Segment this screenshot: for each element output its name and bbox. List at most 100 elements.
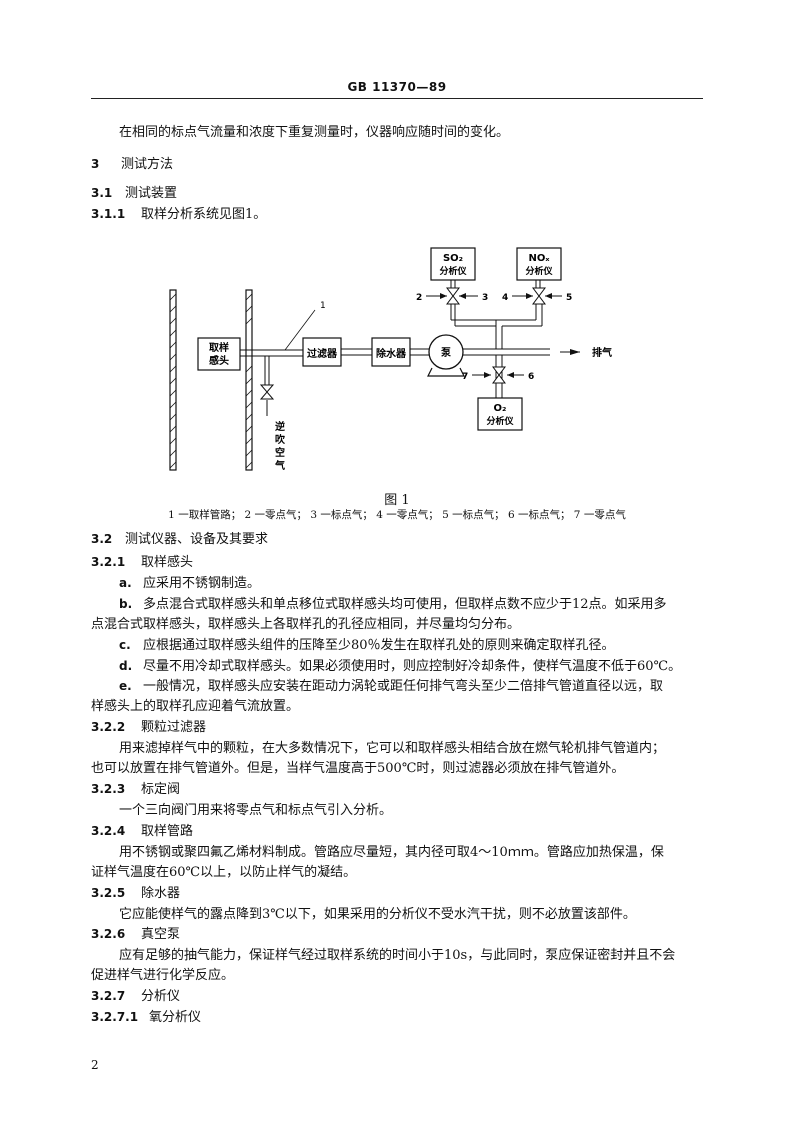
svg-text:吹: 吹: [275, 433, 285, 446]
label-5: 5: [566, 293, 572, 303]
section-3-1-heading: 3.1 测试装置: [91, 182, 177, 201]
leader-line-1: [284, 309, 316, 351]
label-3: 3: [482, 293, 488, 303]
paragraph: 用来滤掉样气中的颗粒，在大多数情况下，它可以和取样感头相结合放在燃气轮机排气管道…: [119, 741, 666, 756]
list-item-e: e.一般情况，取样感头应安装在距动力涡轮或距任何排气弯头至少二倍排气管道直径以远…: [119, 679, 664, 694]
svg-text:气: 气: [274, 459, 285, 472]
lower-branch: [495, 355, 503, 398]
probe-label-line2: 感头: [209, 354, 229, 367]
section-title: 取样感头: [141, 555, 194, 570]
section-title: 标定阀: [141, 782, 181, 797]
section-3-2-7-heading: 3.2.7 分析仪: [91, 985, 180, 1004]
exhaust-label: 排气: [592, 346, 612, 359]
figure-title: 图 1: [384, 493, 410, 508]
section-text: 取样分析系统见图1。: [141, 207, 267, 222]
section-number: 3.2.7: [91, 989, 126, 1003]
so2-label: SO₂: [443, 253, 463, 264]
document-code: GB 11370—89: [347, 80, 447, 94]
section-title: 氧分析仪: [149, 1010, 202, 1025]
pump-base: [427, 367, 465, 377]
section-3-1-1-line: 3.1.1 取样分析系统见图1。: [91, 203, 266, 222]
label-7: 7: [462, 372, 468, 382]
section-3-2-3-heading: 3.2.3 标定阀: [91, 778, 180, 797]
pump-icon: [428, 334, 464, 370]
pump-label: 泵: [441, 347, 452, 359]
paragraph-cont: 也可以放置在排气管道外。但是，当样气温度高于500℃时，则过滤器必须放在排气管道…: [91, 761, 625, 776]
section-title: 测试仪器、设备及其要求: [125, 532, 269, 547]
figure-caption: 1 一取样管路； 2 一零点气； 3 一标点气； 4 一零点气； 5 一标点气；…: [168, 509, 626, 521]
so2-valve-icon: [446, 287, 460, 305]
section-number: 3.2.2: [91, 720, 126, 734]
backflow-branch: [264, 356, 270, 416]
filter-label: 过滤器: [307, 347, 338, 360]
o2-label: O₂: [494, 403, 507, 414]
sample-line: [240, 349, 303, 357]
upper-branch: [450, 280, 543, 349]
arrow-icon: [526, 293, 533, 299]
section-number: 3: [91, 157, 100, 171]
section-number: 3.2.6: [91, 927, 126, 941]
pipe-filter-dewater: [341, 348, 372, 356]
label-2: 2: [416, 293, 422, 303]
section-3-heading: 3 测试方法: [91, 153, 173, 172]
so2-analyzer-box: [430, 247, 476, 281]
nox-analyzer-box: [516, 247, 562, 281]
intro-paragraph: 在相同的标点气流量和浓度下重复测量时，仪器响应随时间的变化。: [119, 125, 510, 140]
section-3-2-heading: 3.2 测试仪器、设备及其要求: [91, 528, 268, 547]
arrow-icon: [545, 293, 552, 299]
section-number: 3.2: [91, 532, 113, 546]
paragraph-cont: 促进样气进行化学反应。: [91, 968, 235, 983]
section-title: 除水器: [141, 886, 181, 901]
pump-outlet-line: [463, 348, 580, 356]
svg-text:空: 空: [275, 446, 285, 459]
section-number: 3.2.1: [91, 555, 126, 569]
probe-label-line1: 取样: [209, 341, 229, 354]
svg-text:逆: 逆: [275, 420, 285, 433]
list-item-c: c.应根据通过取样感头组件的压降至少80％发生在取样孔处的原则来确定取样孔径。: [119, 638, 615, 653]
dewater-label: 除水器: [376, 347, 407, 360]
section-title: 取样管路: [141, 824, 194, 839]
paragraph: 它应能使样气的露点降到3℃以下，如果采用的分析仪不受水汽干扰，则不必放置该部件。: [119, 907, 636, 922]
o2-analyzer-label: 分析仪: [486, 415, 514, 427]
section-3-2-5-heading: 3.2.5 除水器: [91, 882, 180, 901]
so2-analyzer-label: 分析仪: [439, 265, 467, 277]
list-item-b-cont: 点混合式取样感头，取样感头上各取样孔的孔径应相同，并尽量均匀分布。: [91, 617, 521, 632]
sampling-system-diagram: 取样 感头 1 逆 吹 空 气 过滤器 除水器 泵: [169, 247, 612, 472]
section-number: 3.2.5: [91, 886, 126, 900]
arrow-icon: [507, 372, 514, 378]
section-3-2-4-heading: 3.2.4 取样管路: [91, 820, 193, 839]
label-6: 6: [528, 372, 534, 382]
backflow-valve-icon: [259, 384, 275, 400]
backflow-air-label: 逆 吹 空 气: [274, 420, 285, 472]
section-number: 3.1.1: [91, 207, 126, 221]
exhaust-arrow-icon: [570, 349, 580, 355]
section-title: 颗粒过滤器: [141, 720, 207, 735]
list-item-b: b.多点混合式取样感头和单点移位式取样感头均可使用，但取样点数不应少于12点。如…: [119, 597, 667, 612]
o2-valve-icon: [492, 366, 506, 384]
label-1: 1: [320, 301, 326, 311]
arrow-icon: [440, 293, 447, 299]
section-3-2-1-heading: 3.2.1 取样感头: [91, 551, 193, 570]
section-title: 真空泵: [141, 927, 181, 942]
section-number: 3.1: [91, 186, 113, 200]
sampling-probe-box: [197, 337, 241, 371]
section-number: 3.2.3: [91, 782, 126, 796]
label-4: 4: [502, 293, 508, 303]
filter-box: [302, 337, 342, 367]
header-rule: [91, 98, 703, 99]
page-number: 2: [91, 1058, 99, 1072]
section-3-2-2-heading: 3.2.2 颗粒过滤器: [91, 716, 206, 735]
nox-analyzer-label: 分析仪: [525, 265, 553, 277]
section-title: 测试方法: [121, 157, 174, 172]
paragraph: 一个三向阀门用来将零点气和标点气引入分析。: [119, 803, 393, 818]
section-number: 3.2.4: [91, 824, 126, 838]
arrow-icon: [459, 293, 466, 299]
nox-valve-icon: [532, 287, 546, 305]
list-item-a: a.应采用不锈钢制造。: [119, 576, 261, 591]
section-title: 分析仪: [141, 989, 181, 1004]
paragraph-cont: 证样气温度在60℃以上，以防止样气的凝结。: [91, 865, 357, 880]
section-3-2-6-heading: 3.2.6 真空泵: [91, 923, 180, 942]
list-item-d: d.尽量不用冷却式取样感头。如果必须使用时，则应控制好冷却条件，使样气温度不低于…: [119, 659, 682, 674]
section-title: 测试装置: [125, 186, 178, 201]
